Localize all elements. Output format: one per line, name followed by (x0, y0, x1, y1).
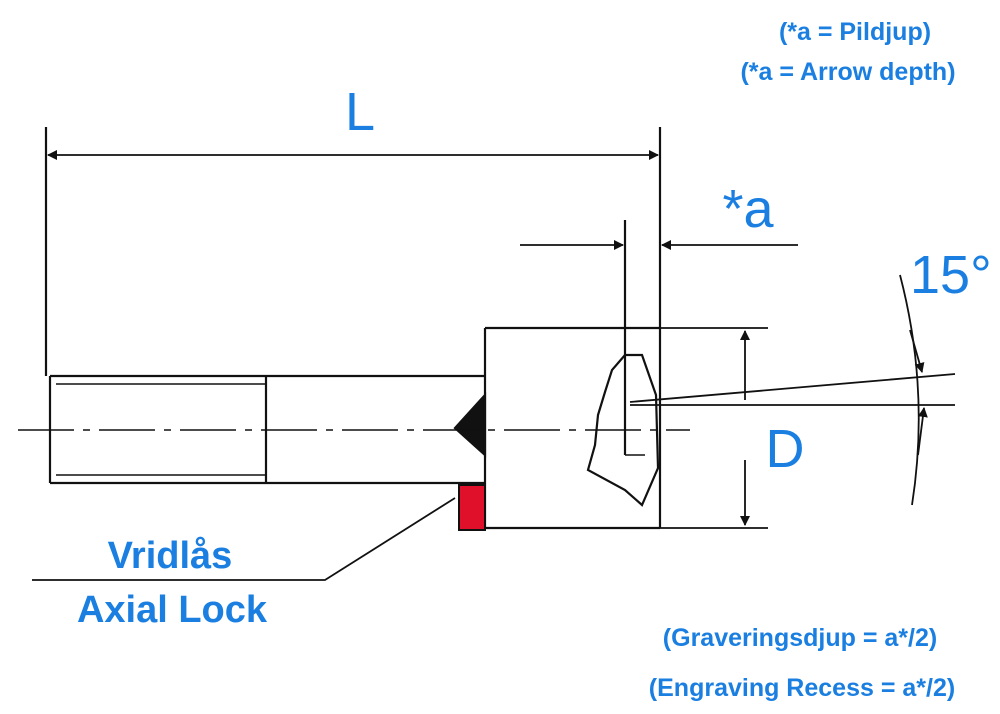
diameter-label: D (766, 419, 805, 479)
note-engraving-sv: (Graveringsdjup = a*/2) (663, 624, 937, 652)
axial-lock-leader (32, 497, 456, 581)
note-arrow-depth-sv: (*a = Pildjup) (779, 18, 931, 46)
drill-point (453, 392, 487, 458)
note-engraving-en: (Engraving Recess = a*/2) (649, 674, 955, 702)
axial-lock-label-sv: Vridlås (108, 535, 233, 577)
note-arrow-depth-en: (*a = Arrow depth) (740, 58, 955, 86)
engraving-recess (586, 353, 660, 507)
angle-dimension (629, 274, 956, 506)
diameter-dimension (660, 327, 768, 529)
angle-label: 15° (910, 245, 992, 305)
length-dimension (44, 127, 662, 376)
axial-lock-marker (458, 484, 486, 531)
axial-lock-label-en: Axial Lock (77, 589, 268, 631)
arrow-depth-label: *a (722, 179, 774, 239)
length-label: L (345, 82, 375, 142)
